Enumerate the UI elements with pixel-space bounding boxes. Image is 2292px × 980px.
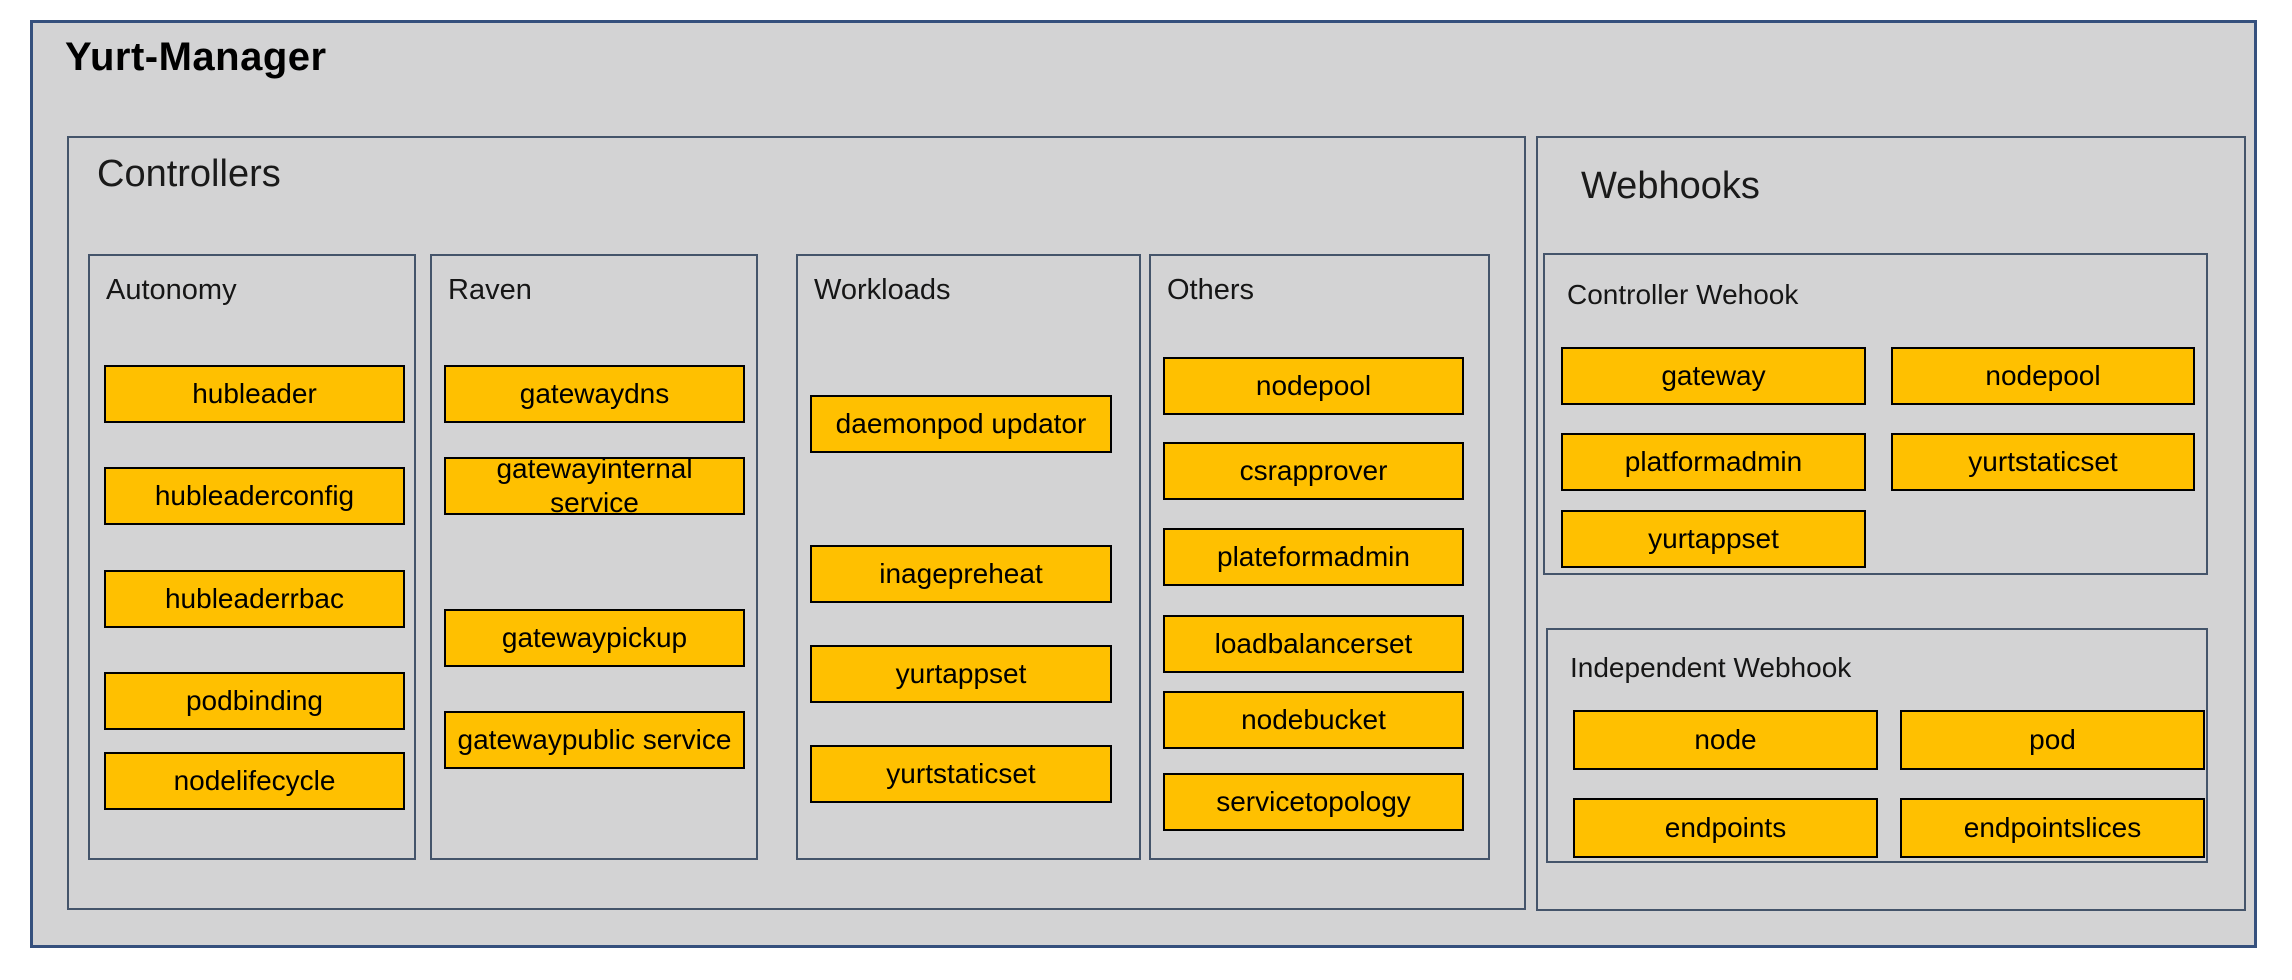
- component-gatewaydns: gatewaydns: [444, 365, 745, 423]
- webhook-gateway: gateway: [1561, 347, 1866, 405]
- group-workloads: Workloads daemonpod updator inagepreheat…: [796, 254, 1141, 860]
- component-servicetopology: servicetopology: [1163, 773, 1464, 831]
- group-independent-webhook: Independent Webhook node pod endpoints e…: [1546, 628, 2208, 863]
- yurt-manager-container: Yurt-Manager Controllers Webhooks Autono…: [30, 20, 2257, 948]
- webhooks-panel-label: Webhooks: [1581, 165, 1760, 207]
- component-nodebucket: nodebucket: [1163, 691, 1464, 749]
- group-others-label: Others: [1167, 274, 1255, 306]
- component-gatewaypickup: gatewaypickup: [444, 609, 745, 667]
- component-nodepool: nodepool: [1163, 357, 1464, 415]
- group-controller-webhook: Controller Wehook gateway nodepool platf…: [1543, 253, 2208, 575]
- component-hubleaderrbac: hubleaderrbac: [104, 570, 405, 628]
- group-raven: Raven gatewaydns gatewayinternal service…: [430, 254, 758, 860]
- webhook-endpoints: endpoints: [1573, 798, 1878, 858]
- webhook-node: node: [1573, 710, 1878, 770]
- component-gatewaypublicservice: gatewaypublic service: [444, 711, 745, 769]
- webhook-yurtstaticset: yurtstaticset: [1891, 433, 2195, 491]
- webhook-endpointslices: endpointslices: [1900, 798, 2205, 858]
- component-yurtappset: yurtappset: [810, 645, 1112, 703]
- group-independent-webhook-label: Independent Webhook: [1570, 652, 1852, 683]
- group-autonomy-label: Autonomy: [106, 274, 237, 306]
- group-autonomy: Autonomy hubleader hubleaderconfig huble…: [88, 254, 416, 860]
- webhook-yurtappset: yurtappset: [1561, 510, 1866, 568]
- diagram-title: Yurt-Manager: [65, 35, 327, 79]
- component-nodelifecycle: nodelifecycle: [104, 752, 405, 810]
- component-hubleader: hubleader: [104, 365, 405, 423]
- webhook-pod: pod: [1900, 710, 2205, 770]
- component-inagepreheat: inagepreheat: [810, 545, 1112, 603]
- webhook-nodepool: nodepool: [1891, 347, 2195, 405]
- component-yurtstaticset: yurtstaticset: [810, 745, 1112, 803]
- component-hubleaderconfig: hubleaderconfig: [104, 467, 405, 525]
- controllers-panel-label: Controllers: [97, 153, 281, 195]
- group-controller-webhook-label: Controller Wehook: [1567, 279, 1799, 310]
- component-plateformadmin: plateformadmin: [1163, 528, 1464, 586]
- component-loadbalancerset: loadbalancerset: [1163, 615, 1464, 673]
- component-csrapprover: csrapprover: [1163, 442, 1464, 500]
- webhook-platformadmin: platformadmin: [1561, 433, 1866, 491]
- component-podbinding: podbinding: [104, 672, 405, 730]
- group-others: Others nodepool csrapprover plateformadm…: [1149, 254, 1490, 860]
- component-gatewayinternalservice: gatewayinternal service: [444, 453, 745, 518]
- group-raven-label: Raven: [448, 274, 532, 306]
- component-daemonpodupdator: daemonpod updator: [810, 395, 1112, 453]
- group-workloads-label: Workloads: [814, 274, 951, 306]
